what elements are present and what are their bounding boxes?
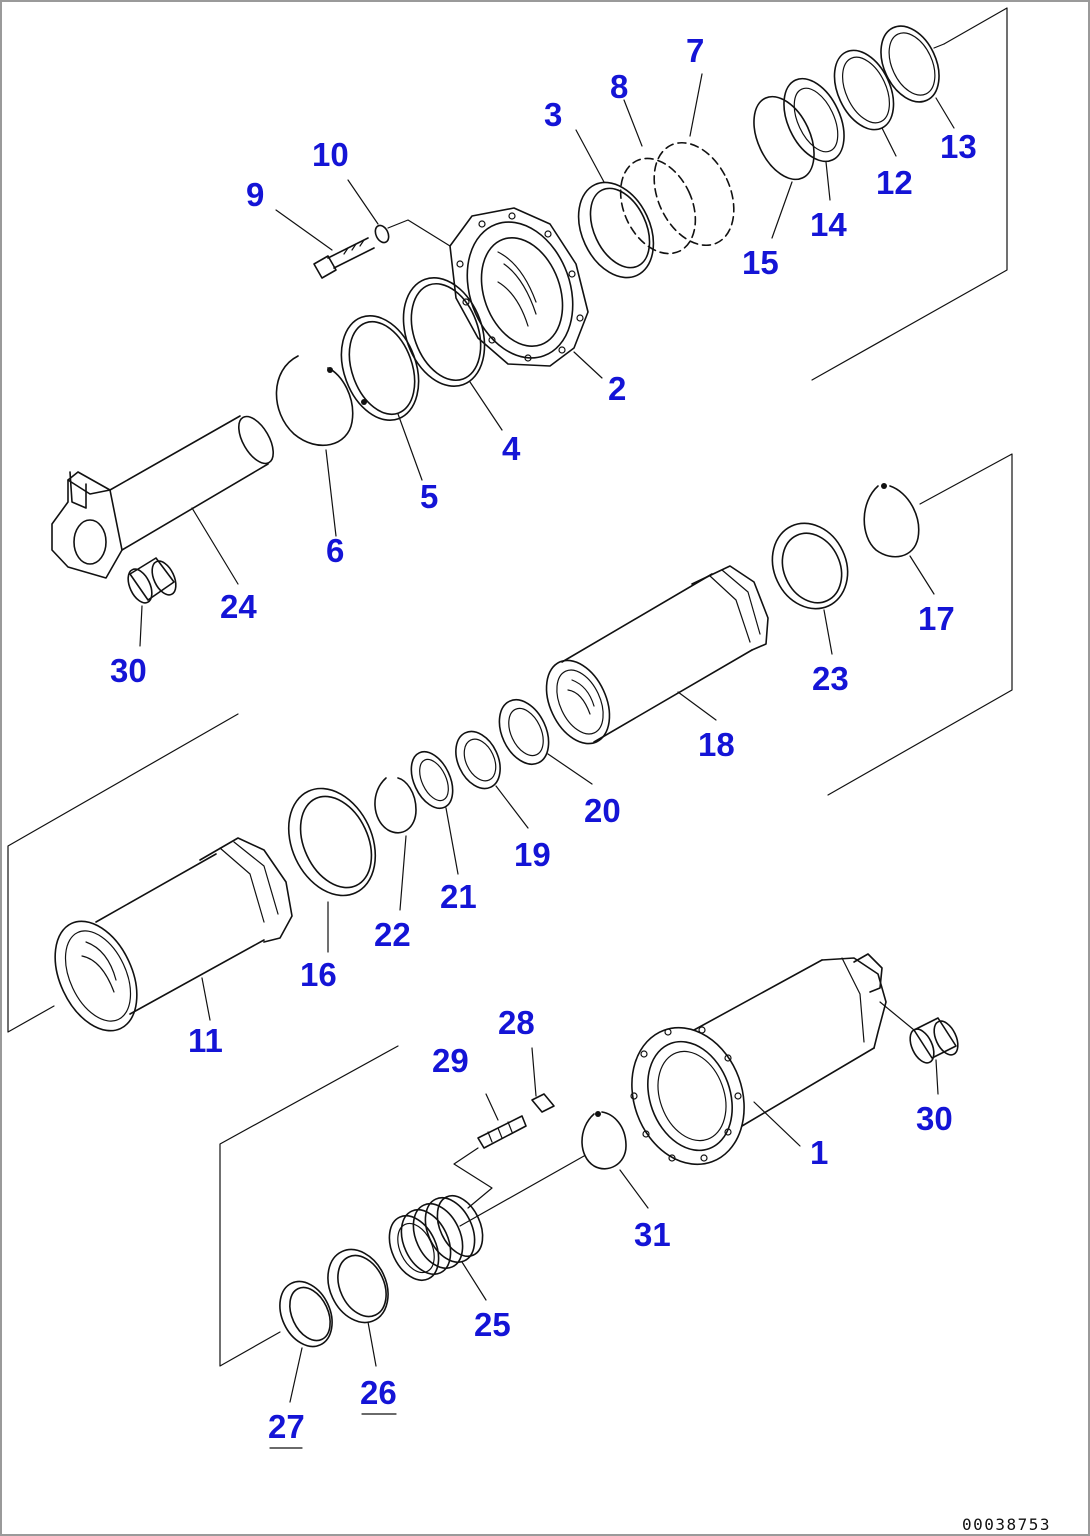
part-1-cylinder-tube bbox=[630, 953, 915, 1166]
part-29-screw bbox=[453, 1115, 527, 1209]
part-8-dust-seal bbox=[619, 157, 697, 255]
callout-14: 14 bbox=[810, 206, 847, 243]
callout-26: 26 bbox=[360, 1374, 397, 1411]
part-4-o-ring bbox=[402, 276, 486, 388]
callout-1: 1 bbox=[810, 1134, 828, 1171]
callout-27: 27 bbox=[268, 1408, 305, 1445]
callout-15: 15 bbox=[742, 244, 779, 281]
callout-labels: 1 2 3 4 5 6 7 8 9 10 11 12 13 14 15 16 1… bbox=[110, 32, 977, 1445]
drawing-reference-number: 00038753 bbox=[962, 1515, 1051, 1534]
part-26-ring bbox=[327, 1248, 389, 1324]
callout-30-upper: 30 bbox=[110, 652, 147, 689]
callout-4: 4 bbox=[502, 430, 521, 467]
callout-22: 22 bbox=[374, 916, 411, 953]
part-16-ring bbox=[287, 787, 377, 897]
callout-21: 21 bbox=[440, 878, 477, 915]
part-12-ring bbox=[833, 49, 895, 131]
part-2-cylinder-head bbox=[449, 207, 589, 367]
part-11-middle-tube bbox=[54, 837, 293, 1032]
part-20-ring bbox=[498, 699, 550, 765]
part-30-bushing-upper bbox=[127, 557, 177, 604]
callout-11: 11 bbox=[188, 1022, 223, 1059]
part-6-snap-ring bbox=[275, 355, 354, 447]
part-7-seal bbox=[653, 141, 735, 247]
callout-16: 16 bbox=[300, 956, 337, 993]
part-5-ring bbox=[340, 314, 420, 422]
callout-8: 8 bbox=[610, 68, 628, 105]
callout-19: 19 bbox=[514, 836, 551, 873]
callout-3: 3 bbox=[544, 96, 562, 133]
callout-2: 2 bbox=[608, 370, 626, 407]
callout-6: 6 bbox=[326, 532, 344, 569]
part-10-washer bbox=[374, 219, 451, 247]
part-30-bushing-lower bbox=[909, 1017, 959, 1064]
part-22-snap-ring bbox=[374, 777, 417, 834]
callout-23: 23 bbox=[812, 660, 849, 697]
part-21-ring bbox=[410, 750, 454, 810]
callout-10: 10 bbox=[312, 136, 349, 173]
part-19-ring bbox=[455, 730, 501, 790]
part-13-ring bbox=[880, 25, 940, 103]
callout-13: 13 bbox=[940, 128, 977, 165]
callout-29: 29 bbox=[432, 1042, 469, 1079]
callout-31: 31 bbox=[634, 1216, 671, 1253]
part-28-plug bbox=[531, 1047, 555, 1113]
part-3-bushing bbox=[577, 181, 655, 279]
callout-12: 12 bbox=[876, 164, 913, 201]
part-15-ring bbox=[753, 95, 815, 181]
part-25-piston bbox=[388, 1155, 585, 1281]
part-14-ring bbox=[783, 77, 845, 163]
callout-24: 24 bbox=[220, 588, 257, 625]
callout-30-lower: 30 bbox=[916, 1100, 953, 1137]
callout-20: 20 bbox=[584, 792, 621, 829]
part-27-ring bbox=[279, 1280, 333, 1348]
part-9-bolt bbox=[313, 237, 375, 279]
callout-25: 25 bbox=[474, 1306, 511, 1343]
part-24-piston-rod bbox=[51, 415, 274, 579]
part-17-snap-ring bbox=[863, 483, 920, 558]
leader-lines bbox=[139, 43, 955, 1449]
part-31-snap-ring bbox=[581, 1111, 627, 1170]
callout-5: 5 bbox=[420, 478, 438, 515]
callout-17: 17 bbox=[918, 600, 955, 637]
callout-28: 28 bbox=[498, 1004, 535, 1041]
part-18-inner-tube bbox=[545, 565, 769, 745]
part-23-ring bbox=[771, 522, 849, 610]
callout-18: 18 bbox=[698, 726, 735, 763]
callout-9: 9 bbox=[246, 176, 264, 213]
callout-7: 7 bbox=[686, 32, 704, 69]
section-frames bbox=[7, 7, 1013, 1367]
